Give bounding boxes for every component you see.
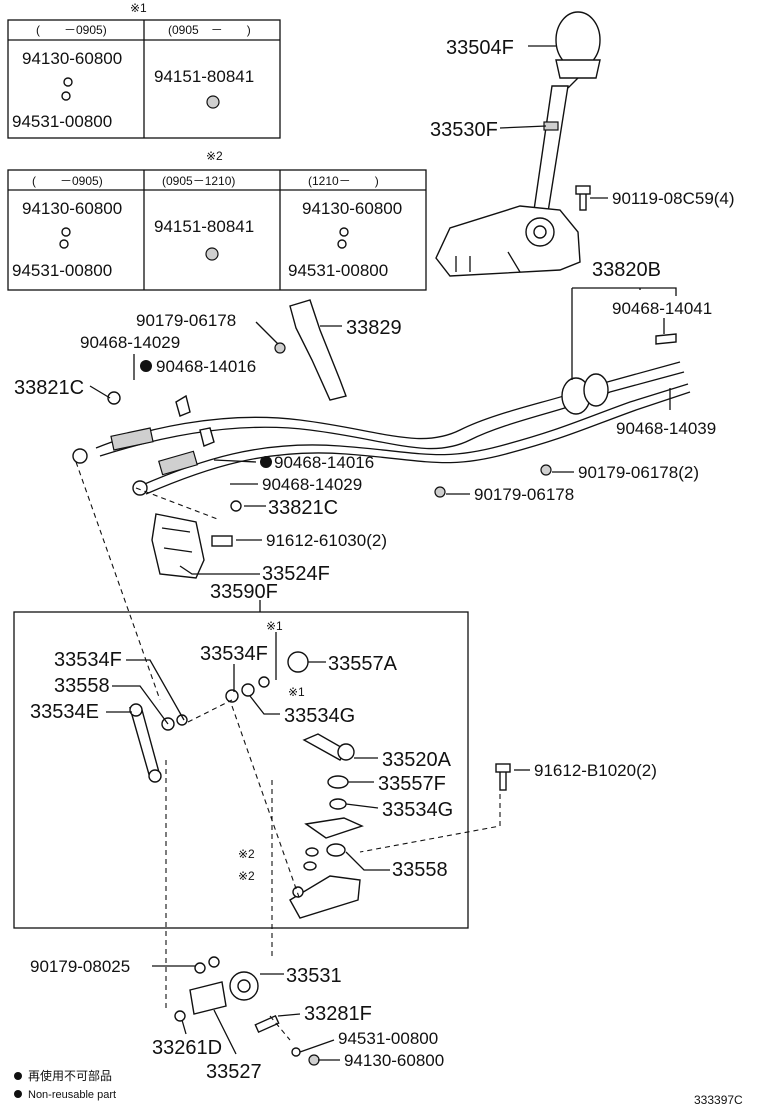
callout-33261D: 33261D bbox=[152, 1037, 222, 1059]
callout-90468-14041: 90468-14041 bbox=[612, 299, 712, 318]
callout-91612-B1020: 91612-B1020(2) bbox=[534, 761, 657, 780]
shift-lever-icon bbox=[533, 85, 569, 213]
shift-cable-assembly bbox=[72, 299, 691, 512]
callout-33527: 33527 bbox=[206, 1061, 262, 1083]
callout-90119-08C59: 90119-08C59(4) bbox=[612, 189, 735, 208]
non-reusable-mark-icon bbox=[140, 360, 152, 372]
transmission-shift-assy-box bbox=[13, 611, 469, 929]
legend-en: Non-reusable part bbox=[28, 1089, 116, 1101]
table-2-header-1: ( －0905) bbox=[32, 174, 103, 188]
bushing-icon bbox=[287, 651, 309, 673]
callout-33531: 33531 bbox=[286, 965, 342, 987]
table-1-part-2: 94531-00800 bbox=[12, 112, 112, 131]
callout-33821C-b: 33821C bbox=[268, 497, 338, 519]
table-1-header-2: (0905 － ) bbox=[168, 23, 251, 37]
figure-id: 333397C bbox=[694, 1093, 743, 1107]
callout-33534F-b: 33534F bbox=[200, 643, 268, 665]
non-reusable-mark-icon bbox=[260, 456, 272, 468]
non-reusable-mark-icon bbox=[14, 1072, 22, 1080]
callout-mark-1-b: ※1 bbox=[288, 685, 305, 699]
callout-33534F-a: 33534F bbox=[54, 649, 122, 671]
callout-94531-00800: 94531-00800 bbox=[338, 1029, 438, 1048]
table-2-part-3: 94151-80841 bbox=[154, 217, 254, 236]
table-2-header-3: (1210－ ) bbox=[308, 174, 379, 188]
shift-lever-assembly bbox=[435, 11, 601, 277]
callout-33530F: 33530F bbox=[430, 119, 498, 141]
callout-33558-a: 33558 bbox=[54, 675, 110, 697]
callout-33520A: 33520A bbox=[382, 749, 452, 771]
table-2-part-1: 94130-60800 bbox=[22, 199, 122, 218]
callout-90468-14029-b: 90468-14029 bbox=[262, 475, 362, 494]
callout-33534E: 33534E bbox=[30, 701, 99, 723]
table-1-mark: ※1 bbox=[130, 1, 147, 15]
callout-91612-61030: 91612-61030(2) bbox=[266, 531, 387, 550]
callout-33821C-a: 33821C bbox=[14, 377, 84, 399]
variant-table-2: ※2 ( －0905) (0905－1210) (1210－ ) 94130-6… bbox=[7, 149, 427, 291]
table-2-part-2: 94531-00800 bbox=[12, 261, 112, 280]
nut-icon bbox=[61, 77, 220, 109]
cable-bracket-icon bbox=[289, 299, 347, 401]
table-1-header-1: ( －0905) bbox=[36, 23, 107, 37]
cable-retainer-bracket-icon bbox=[151, 513, 233, 579]
callout-mark-1-a: ※1 bbox=[266, 619, 283, 633]
shift-linkage-parts bbox=[129, 651, 364, 919]
bolt-icon bbox=[575, 185, 591, 211]
callout-33281F: 33281F bbox=[304, 1003, 372, 1025]
bolt-icon bbox=[495, 763, 511, 791]
callout-33557A: 33557A bbox=[328, 653, 398, 675]
callout-33590F: 33590F bbox=[210, 581, 278, 603]
callout-mark-2-a: ※2 bbox=[238, 847, 255, 861]
callout-33820B: 33820B bbox=[592, 259, 661, 281]
table-2-part-4: 94130-60800 bbox=[302, 199, 402, 218]
callout-90179-08025: 90179-08025 bbox=[30, 957, 130, 976]
shift-base-icon bbox=[435, 205, 581, 277]
callout-labels: 33504F 33530F 90119-08C59(4) 33820B 9046… bbox=[14, 37, 735, 1083]
table-1-part-3: 94151-80841 bbox=[154, 67, 254, 86]
callout-33829: 33829 bbox=[346, 317, 402, 339]
callout-90468-14016-b: 90468-14016 bbox=[274, 453, 374, 472]
callout-90468-14016-a: 90468-14016 bbox=[156, 357, 256, 376]
table-1-part-1: 94130-60800 bbox=[22, 49, 122, 68]
callout-33534G-b: 33534G bbox=[382, 799, 453, 821]
table-2-header-2: (0905－1210) bbox=[162, 174, 235, 188]
callout-94130-60800: 94130-60800 bbox=[344, 1051, 444, 1070]
callout-33534G-a: 33534G bbox=[284, 705, 355, 727]
select-lever-parts bbox=[174, 763, 511, 1066]
leader-lines bbox=[89, 45, 677, 1061]
legend: 再使用不可部品 Non-reusable part bbox=[14, 1068, 116, 1101]
non-reusable-mark-icon bbox=[14, 1090, 22, 1098]
nut-icon bbox=[59, 227, 349, 261]
callout-mark-2-b: ※2 bbox=[238, 869, 255, 883]
table-2-mark: ※2 bbox=[206, 149, 223, 163]
legend-jp: 再使用不可部品 bbox=[28, 1068, 112, 1083]
callout-90468-14039: 90468-14039 bbox=[616, 419, 716, 438]
callout-33524F: 33524F bbox=[262, 563, 330, 585]
callout-33557F: 33557F bbox=[378, 773, 446, 795]
callout-90468-14029-a: 90468-14029 bbox=[80, 333, 180, 352]
table-2-part-5: 94531-00800 bbox=[288, 261, 388, 280]
callout-90179-06178-2: 90179-06178(2) bbox=[578, 463, 699, 482]
callout-90179-06178-a: 90179-06178 bbox=[136, 311, 236, 330]
callout-33558-b: 33558 bbox=[392, 859, 448, 881]
callout-90179-06178-b: 90179-06178 bbox=[474, 485, 574, 504]
callout-33504F: 33504F bbox=[446, 37, 514, 59]
variant-table-1: ※1 ( －0905) (0905 － ) 94130-60800 94531-… bbox=[7, 1, 281, 139]
